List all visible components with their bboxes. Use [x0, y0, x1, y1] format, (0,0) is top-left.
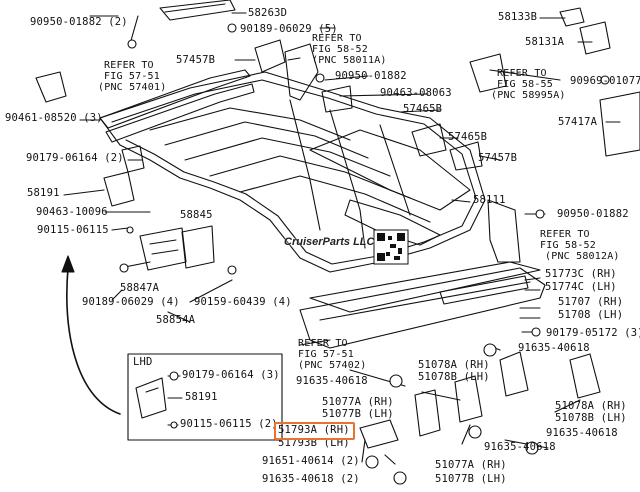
bolt-icon [127, 39, 137, 49]
reference-note: (PNC 58995A) [491, 90, 566, 101]
part-label: 58131A [525, 36, 565, 48]
part-label: 51708 (LH) [558, 309, 624, 321]
plug-icon [389, 374, 403, 388]
reference-note: (PNC 58012A) [545, 251, 620, 262]
reference-note: REFER TO [540, 229, 590, 240]
watermark: CruiserParts LLC [284, 236, 375, 248]
part-label: 51077B (LH) [322, 408, 394, 420]
part-label: 91635-40618 [518, 342, 590, 354]
reference-note: FIG 58-52 [540, 240, 596, 251]
plug-icon [468, 425, 482, 439]
part-label: 58263D [248, 7, 288, 19]
bolt-icon [531, 327, 541, 337]
part-label: 90115-06115 (2) [180, 418, 278, 430]
part-label: 57457B [176, 54, 216, 66]
part-label: 91635-40618 [546, 427, 618, 439]
part-label: 51078B (LH) [418, 371, 490, 383]
part-label: 58191 [185, 391, 218, 403]
part-label: 90950-01882 (2) [30, 16, 128, 28]
part-label: 51078B (LH) [555, 412, 627, 424]
part-label: 58133B [498, 11, 538, 23]
plug-icon [393, 471, 407, 485]
qr-code-icon [373, 229, 409, 265]
side-member-left [99, 69, 251, 129]
part-label: 57417A [558, 116, 598, 128]
reference-note: FIG 57-51 [298, 349, 354, 360]
nut-icon [169, 371, 179, 381]
lhd-inset-box [127, 353, 283, 441]
bolt-icon [119, 263, 129, 273]
part-label: 90189-06029 (4) [82, 296, 180, 308]
reference-note: (PNC 57402) [298, 360, 367, 371]
part-label: 58854A [156, 314, 196, 326]
part-label: 90950-01882 [557, 208, 629, 220]
part-label: 91635-40618 [484, 441, 556, 453]
reference-note: (PNC 58011A) [312, 55, 387, 66]
part-label: 90189-06029 (5) [240, 23, 338, 35]
bolt-icon [170, 421, 178, 429]
part-label: 90159-60439 (4) [194, 296, 292, 308]
bolt-icon [227, 265, 237, 275]
part-label: 58847A [120, 282, 160, 294]
part-label: 91635-40618 [296, 375, 368, 387]
part-label: 58845 [180, 209, 213, 221]
part-label: 51077A (RH) [322, 396, 394, 408]
rotation-arrow [66, 267, 121, 415]
reference-note: REFER TO [298, 338, 348, 349]
reference-note: FIG 58-55 [497, 79, 553, 90]
part-label: 90115-06115 [37, 224, 109, 236]
part-label: 90179-05172 (3) [546, 327, 640, 339]
rocker-panel [309, 261, 541, 313]
part-label: 51773C (RH) [545, 268, 617, 280]
part-label: 51077A (RH) [435, 459, 507, 471]
part-label: 90179-06164 (2) [26, 152, 124, 164]
part-label: 51078A (RH) [418, 359, 490, 371]
clip-icon [600, 75, 610, 85]
part-label: 51078A (RH) [555, 400, 627, 412]
part-label: 90463-08063 [380, 87, 452, 99]
reference-note: REFER TO [104, 60, 154, 71]
part-label-highlighted: 51793A (RH) [278, 424, 350, 436]
part-label: 91635-40618 (2) [262, 473, 360, 485]
part-label: 57457B [478, 152, 518, 164]
plug-icon [525, 441, 539, 455]
reference-note: REFER TO [312, 33, 362, 44]
plug-icon [365, 455, 379, 469]
part-label: 58111 [473, 194, 506, 206]
nut-icon [315, 73, 325, 83]
bolt-icon [227, 23, 237, 33]
selected-part-highlight [274, 422, 355, 440]
reference-note: FIG 58-52 [312, 44, 368, 55]
part-label: 51077B (LH) [435, 473, 507, 485]
part-label: 90461-08520 (3) [5, 112, 103, 124]
reference-note: REFER TO [497, 68, 547, 79]
reference-note: FIG 57-51 [104, 71, 160, 82]
part-label: 58191 [27, 187, 60, 199]
bolt-icon [126, 226, 134, 234]
part-label: 57465B [403, 103, 443, 115]
inset-title: LHD [133, 356, 153, 368]
part-label: 90950-01882 [335, 70, 407, 82]
reference-note: (PNC 57401) [98, 82, 167, 93]
part-label: 90179-06164 (3) [182, 369, 280, 381]
part-label: 91651-40614 (2) [262, 455, 360, 467]
part-label: 90969-01077 [570, 75, 640, 87]
part-label: 57465B [448, 131, 488, 143]
bolt-icon [535, 209, 545, 219]
plug-icon [483, 343, 497, 357]
part-label: 51707 (RH) [558, 296, 624, 308]
part-label: 51774C (LH) [545, 281, 617, 293]
part-label: 51793B (LH) [278, 437, 350, 449]
part-label: 90463-10096 [36, 206, 108, 218]
